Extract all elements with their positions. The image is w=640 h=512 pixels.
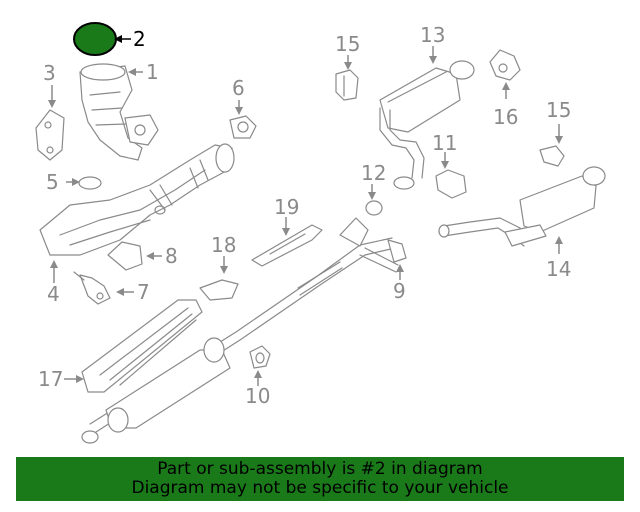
part-13-muffler[interactable] xyxy=(379,60,475,190)
svg-text:13: 13 xyxy=(420,23,445,47)
svg-text:8: 8 xyxy=(165,244,178,268)
svg-text:5: 5 xyxy=(46,170,59,194)
callout-1: 1 xyxy=(128,60,159,84)
part-16-mount[interactable] xyxy=(489,49,521,81)
part-6-flange-gasket[interactable] xyxy=(229,115,257,139)
callout-15a: 15 xyxy=(335,32,360,70)
svg-text:4: 4 xyxy=(47,282,60,306)
part-8-heat-shield[interactable] xyxy=(107,241,143,271)
part-1-catalytic-converter[interactable] xyxy=(79,63,159,161)
svg-text:15: 15 xyxy=(335,32,360,56)
part-2-gasket[interactable] xyxy=(73,22,117,56)
callout-17: 17 xyxy=(38,367,84,391)
svg-text:6: 6 xyxy=(232,76,245,100)
svg-text:12: 12 xyxy=(361,161,386,185)
callout-9: 9 xyxy=(393,264,406,303)
part-5-gasket-ring[interactable] xyxy=(78,176,102,190)
center-pipe-resonator[interactable] xyxy=(81,217,399,444)
svg-text:3: 3 xyxy=(43,61,56,85)
callout-3: 3 xyxy=(43,61,56,108)
callout-14: 14 xyxy=(546,236,571,281)
part-17-heat-shield[interactable] xyxy=(81,299,203,393)
callout-6: 6 xyxy=(232,76,245,115)
part-15-bracket-right[interactable] xyxy=(539,145,565,167)
callout-7: 7 xyxy=(116,280,150,304)
part-10-rubber-hanger[interactable] xyxy=(249,345,271,369)
callout-16: 16 xyxy=(493,82,518,129)
part-19-heat-shield[interactable] xyxy=(251,224,323,267)
callout-10: 10 xyxy=(245,370,270,408)
part-11-bracket[interactable] xyxy=(435,169,467,199)
svg-text:9: 9 xyxy=(393,279,406,303)
callout-15b: 15 xyxy=(546,98,571,144)
part-12-gasket-ring[interactable] xyxy=(365,200,383,216)
exhaust-parts-diagram: 2 1 3 5 6 xyxy=(35,22,606,444)
banner-line-2: Diagram may not be specific to your vehi… xyxy=(131,478,509,498)
svg-text:2: 2 xyxy=(133,27,146,51)
info-banner: Part or sub-assembly is #2 in diagram Di… xyxy=(16,457,624,501)
svg-text:1: 1 xyxy=(146,60,159,84)
banner-line-1: Part or sub-assembly is #2 in diagram xyxy=(157,459,483,479)
part-3-bracket[interactable] xyxy=(35,109,65,161)
svg-text:17: 17 xyxy=(38,367,63,391)
part-9-gasket[interactable] xyxy=(387,239,407,263)
svg-text:18: 18 xyxy=(211,233,236,257)
front-pipe-assembly[interactable] xyxy=(39,143,235,256)
part-18-heat-shield[interactable] xyxy=(199,279,239,301)
callout-8: 8 xyxy=(146,244,178,268)
svg-text:11: 11 xyxy=(432,131,457,155)
part-14-muffler[interactable] xyxy=(438,166,606,247)
callout-5: 5 xyxy=(46,170,80,194)
svg-text:7: 7 xyxy=(137,280,150,304)
svg-text:19: 19 xyxy=(274,195,299,219)
svg-text:15: 15 xyxy=(546,98,571,122)
svg-text:16: 16 xyxy=(493,105,518,129)
part-7-bracket[interactable] xyxy=(73,271,111,305)
callout-19: 19 xyxy=(274,195,299,236)
callout-2: 2 xyxy=(114,27,146,51)
part-15-bracket-left[interactable] xyxy=(335,69,359,101)
callout-18: 18 xyxy=(211,233,236,274)
svg-text:10: 10 xyxy=(245,384,270,408)
callout-4: 4 xyxy=(47,260,60,306)
callout-13: 13 xyxy=(420,23,445,64)
svg-text:14: 14 xyxy=(546,257,571,281)
callout-11: 11 xyxy=(432,131,457,169)
callout-12: 12 xyxy=(361,161,386,200)
